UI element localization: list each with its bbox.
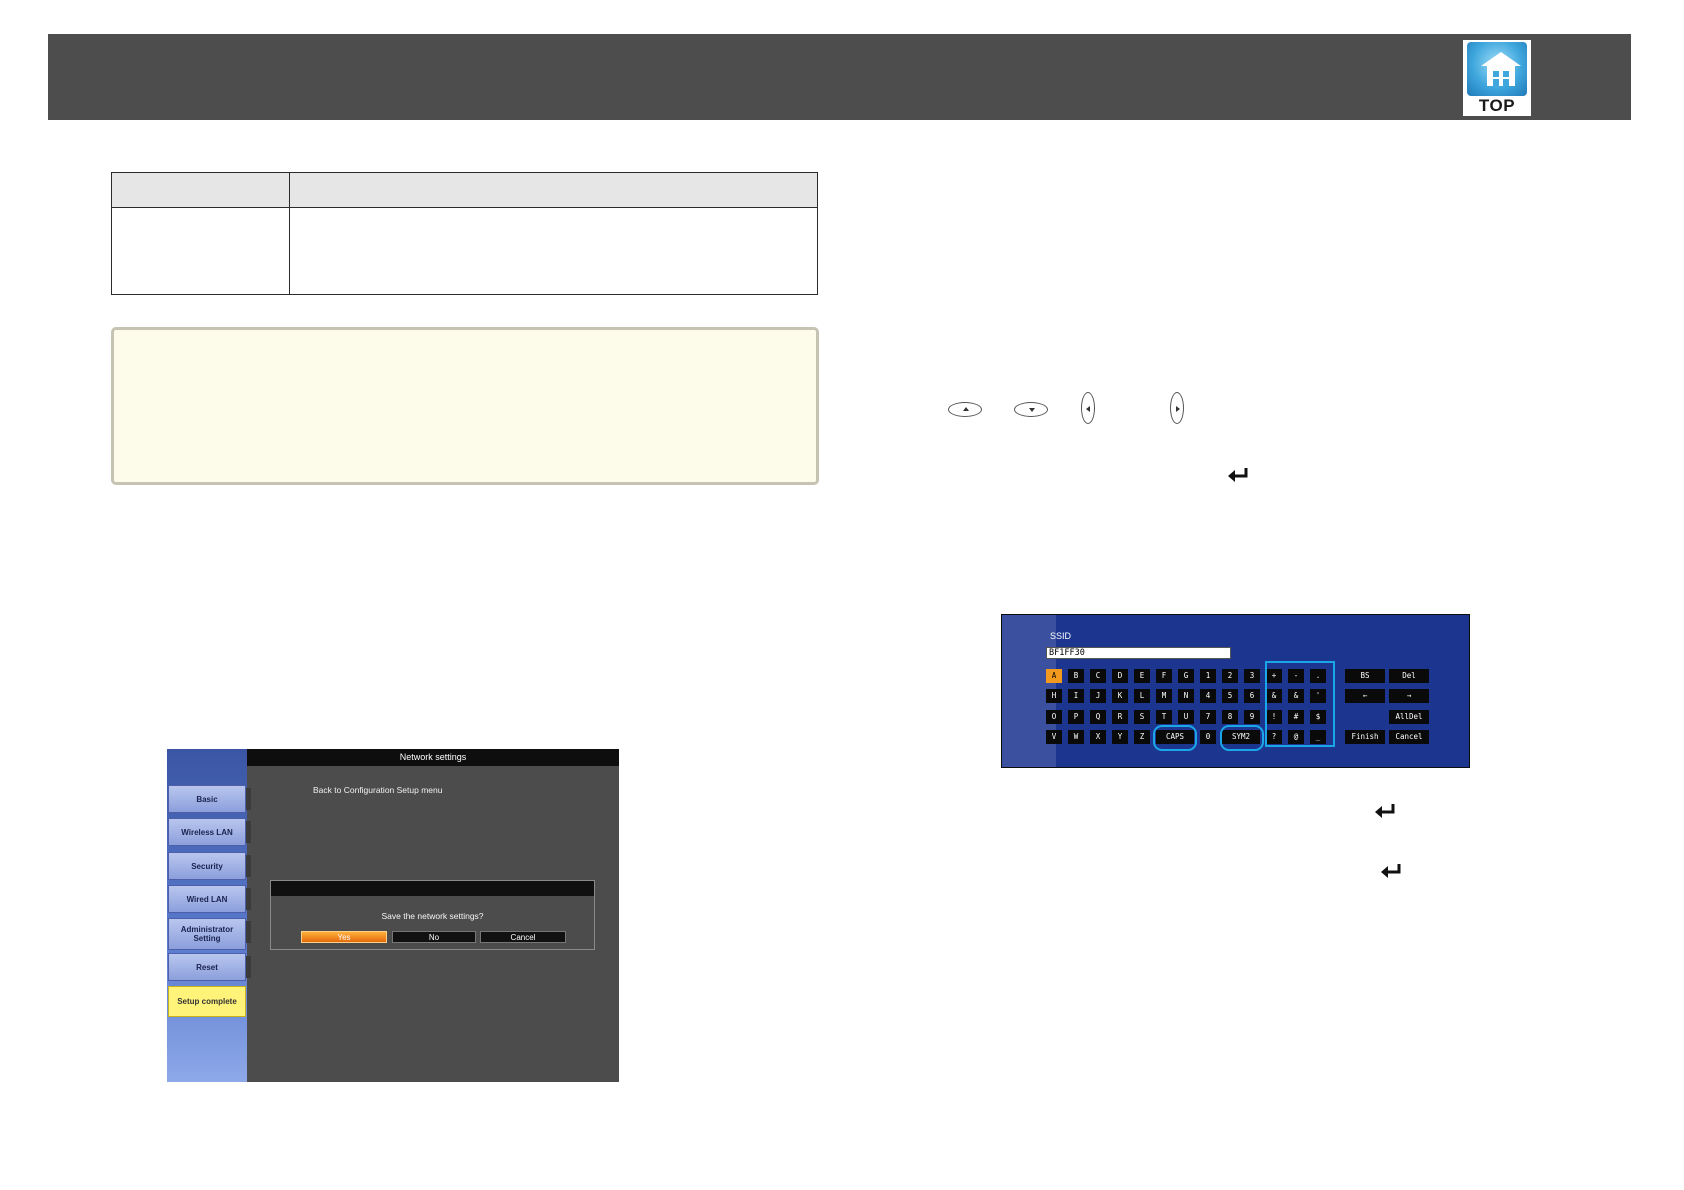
left-button-icon	[1081, 392, 1095, 424]
key-2-1[interactable]: P	[1068, 710, 1084, 724]
sidebar-item-wired-lan[interactable]: Wired LAN	[168, 885, 251, 913]
key-bs[interactable]: BS	[1345, 669, 1385, 683]
key-3-3[interactable]: Y	[1112, 730, 1128, 744]
key-2-12[interactable]: $	[1310, 710, 1326, 724]
top-label: TOP	[1478, 96, 1516, 115]
key-2-3[interactable]: R	[1112, 710, 1128, 724]
key-3-9[interactable]: @	[1288, 730, 1304, 744]
key-2-10[interactable]: !	[1266, 710, 1282, 724]
key-1-4[interactable]: L	[1134, 689, 1150, 703]
sidebar-item-security[interactable]: Security	[168, 852, 251, 880]
key-2-4[interactable]: S	[1134, 710, 1150, 724]
key-0-11[interactable]: -	[1288, 669, 1304, 683]
table-header-row	[112, 173, 817, 208]
save-confirm-dialog: Save the network settings? Yes No Cancel	[270, 880, 595, 950]
ssid-input[interactable]: BF1FF30	[1046, 647, 1231, 659]
key-finish[interactable]: Finish	[1345, 730, 1385, 744]
note-box	[111, 327, 819, 485]
no-button[interactable]: No	[392, 931, 476, 943]
key-0-4[interactable]: E	[1134, 669, 1150, 683]
yes-button[interactable]: Yes	[301, 931, 387, 943]
key-3-10[interactable]: _	[1310, 730, 1326, 744]
key-1-12[interactable]: '	[1310, 689, 1326, 703]
key-0-3[interactable]: D	[1112, 669, 1128, 683]
key-0-5[interactable]: F	[1156, 669, 1172, 683]
key-0-10[interactable]: +	[1266, 669, 1282, 683]
window-title: Network settings	[247, 749, 619, 766]
symbol-keys-highlight	[1265, 661, 1335, 747]
top-home-icon[interactable]: TOP	[1463, 40, 1531, 116]
key-del[interactable]: Del	[1389, 669, 1429, 683]
keyboard-title: SSID	[1050, 631, 1072, 641]
key-1-6[interactable]: N	[1178, 689, 1194, 703]
key-0-1[interactable]: B	[1068, 669, 1084, 683]
enter-icon	[1375, 804, 1395, 818]
key-2-8[interactable]: 8	[1222, 710, 1238, 724]
sidebar-item-setup-complete[interactable]: Setup complete	[168, 986, 246, 1017]
key-3-2[interactable]: X	[1090, 730, 1106, 744]
key-2-6[interactable]: U	[1178, 710, 1194, 724]
key-0-9[interactable]: 3	[1244, 669, 1260, 683]
key-1-2[interactable]: J	[1090, 689, 1106, 703]
settings-table	[111, 172, 818, 295]
cancel-button[interactable]: Cancel	[480, 931, 566, 943]
sidebar-item-wireless-lan[interactable]: Wireless LAN	[168, 818, 251, 846]
key-2-7[interactable]: 7	[1200, 710, 1216, 724]
enter-icon	[1381, 864, 1401, 878]
key-1-7[interactable]: 4	[1200, 689, 1216, 703]
key-3-5[interactable]: CAPS	[1156, 730, 1194, 744]
key-3-4[interactable]: Z	[1134, 730, 1150, 744]
key-0-0[interactable]: A	[1046, 669, 1062, 683]
dialog-title-bar	[271, 881, 594, 896]
back-to-configuration-link[interactable]: Back to Configuration Setup menu	[313, 785, 443, 795]
key-2-0[interactable]: O	[1046, 710, 1062, 724]
key-3-7[interactable]: SYM2	[1222, 730, 1260, 744]
key-1-3[interactable]: K	[1112, 689, 1128, 703]
key-2-11[interactable]: #	[1288, 710, 1304, 724]
sym-key-highlight	[1220, 725, 1264, 751]
key-0-12[interactable]: .	[1310, 669, 1326, 683]
key-3-1[interactable]: W	[1068, 730, 1084, 744]
page-header-bar	[48, 34, 1631, 120]
key-0-2[interactable]: C	[1090, 669, 1106, 683]
table-column-divider	[289, 173, 290, 294]
sidebar-item-administrator-setting[interactable]: Administrator Setting	[168, 918, 251, 950]
sidebar-item-basic[interactable]: Basic	[168, 785, 251, 813]
key-1-9[interactable]: 6	[1244, 689, 1260, 703]
key-1-1[interactable]: I	[1068, 689, 1084, 703]
key-0-6[interactable]: G	[1178, 669, 1194, 683]
up-button-icon	[948, 402, 982, 417]
right-button-icon	[1170, 392, 1184, 424]
key-2-2[interactable]: Q	[1090, 710, 1106, 724]
key-cancel[interactable]: Cancel	[1389, 730, 1429, 744]
key-right[interactable]: →	[1389, 689, 1429, 703]
key-1-8[interactable]: 5	[1222, 689, 1238, 703]
key-0-7[interactable]: 1	[1200, 669, 1216, 683]
key-alldel[interactable]: AllDel	[1389, 710, 1429, 724]
key-0-8[interactable]: 2	[1222, 669, 1238, 683]
key-3-6[interactable]: 0	[1200, 730, 1216, 744]
network-settings-screenshot: Network settings Basic Wireless LAN Secu…	[167, 749, 619, 1082]
key-2-5[interactable]: T	[1156, 710, 1172, 724]
key-3-8[interactable]: ?	[1266, 730, 1282, 744]
enter-icon	[1228, 468, 1248, 482]
key-1-5[interactable]: M	[1156, 689, 1172, 703]
caps-key-highlight	[1153, 725, 1197, 751]
key-1-10[interactable]: &	[1266, 689, 1282, 703]
down-button-icon	[1014, 402, 1048, 417]
key-left[interactable]: ←	[1345, 689, 1385, 703]
key-3-0[interactable]: V	[1046, 730, 1062, 744]
sidebar-item-reset[interactable]: Reset	[168, 953, 251, 981]
key-2-9[interactable]: 9	[1244, 710, 1260, 724]
key-1-0[interactable]: H	[1046, 689, 1062, 703]
key-1-11[interactable]: &	[1288, 689, 1304, 703]
confirm-message: Save the network settings?	[381, 911, 484, 921]
